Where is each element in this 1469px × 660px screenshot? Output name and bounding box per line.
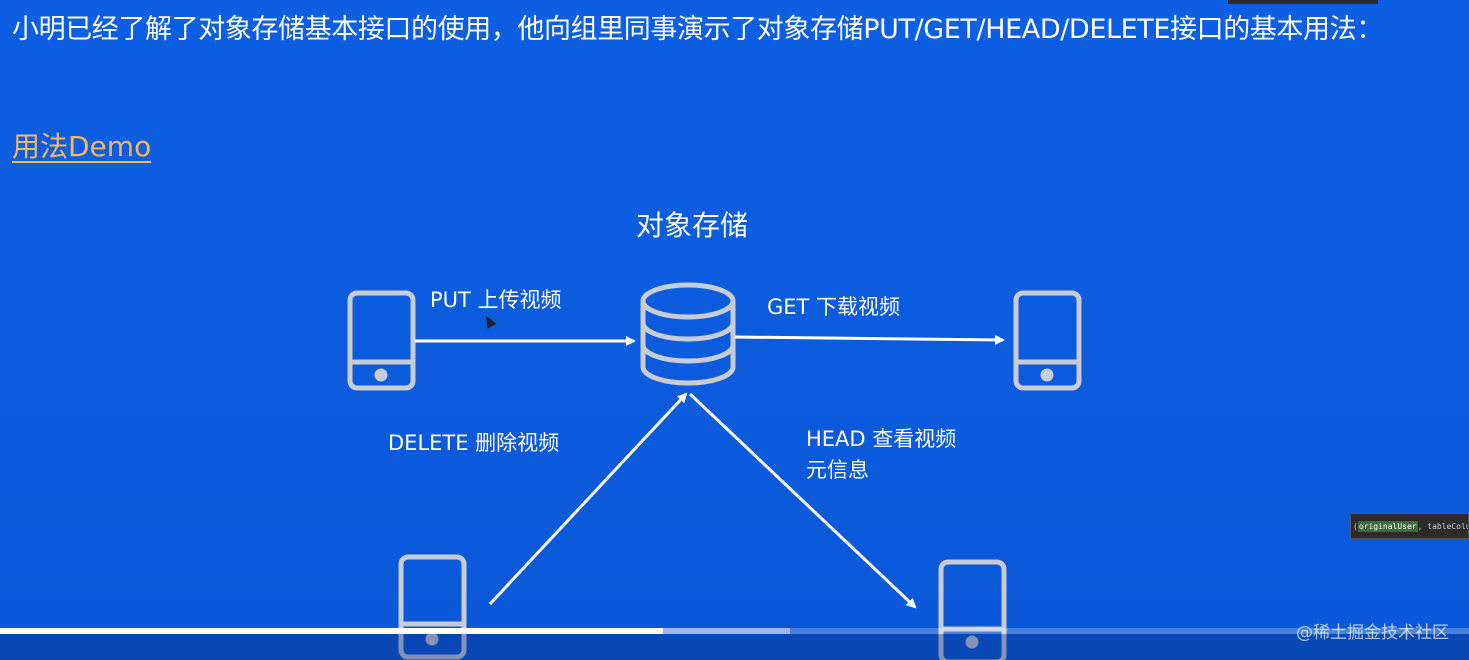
top-right-bar <box>1228 0 1378 4</box>
watermark: @稀土掘金技术社区 <box>1296 623 1449 643</box>
code-highlight: originalUser <box>1357 521 1418 532</box>
player-bottom-strip <box>0 634 1469 660</box>
code-rest: , tableColu <box>1417 522 1469 531</box>
head-label: HEAD 查看视频 元信息 <box>806 424 956 486</box>
get-label: GET 下载视频 <box>767 295 901 319</box>
phone-icon <box>347 290 416 391</box>
head-label-line2: 元信息 <box>806 458 869 482</box>
code-popup: (originalUser, tableColu <box>1350 513 1469 539</box>
get-arrow <box>734 334 1005 345</box>
diagram-title: 对象存储 <box>636 209 749 242</box>
head-label-line1: HEAD 查看视频 <box>806 427 957 451</box>
phone-icon <box>1013 290 1082 391</box>
video-progress-bar[interactable] <box>0 628 1469 634</box>
demo-link[interactable]: 用法Demo <box>12 130 152 163</box>
delete-label: DELETE 删除视频 <box>388 431 560 455</box>
intro-text: 小明已经了解了对象存储基本接口的使用，他向组里同事演示了对象存储PUT/GET/… <box>12 14 1383 45</box>
database-icon <box>640 282 736 386</box>
delete-arrow <box>488 392 688 606</box>
put-label: PUT 上传视频 <box>430 288 562 312</box>
progress-played <box>0 628 663 634</box>
